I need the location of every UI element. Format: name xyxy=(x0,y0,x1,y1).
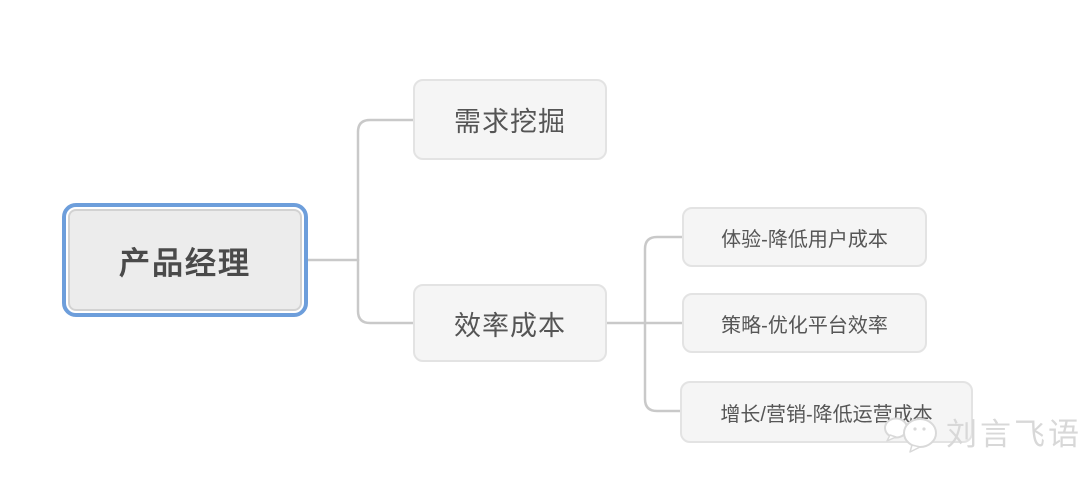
watermark: 刘言飞语 xyxy=(882,412,1080,456)
chat-bubbles-face-icon xyxy=(884,417,937,453)
node-root-label: 产品经理 xyxy=(68,209,302,311)
node-requirement-mining[interactable]: 需求挖掘 xyxy=(413,79,607,160)
node-leaf-strategy[interactable]: 策略-优化平台效率 xyxy=(682,293,927,353)
node-efficiency-cost[interactable]: 效率成本 xyxy=(413,284,607,362)
node-root-product-manager[interactable]: 产品经理 xyxy=(62,203,308,317)
node-leaf-experience[interactable]: 体验-降低用户成本 xyxy=(682,207,927,267)
node-leaf-growth-marketing[interactable]: 增长/营销-降低运营成本 xyxy=(680,381,973,443)
connector-efficiency-to-leaves xyxy=(643,235,684,413)
watermark-text: 刘言飞语 xyxy=(946,416,1080,452)
connector-root-to-children xyxy=(356,118,415,325)
